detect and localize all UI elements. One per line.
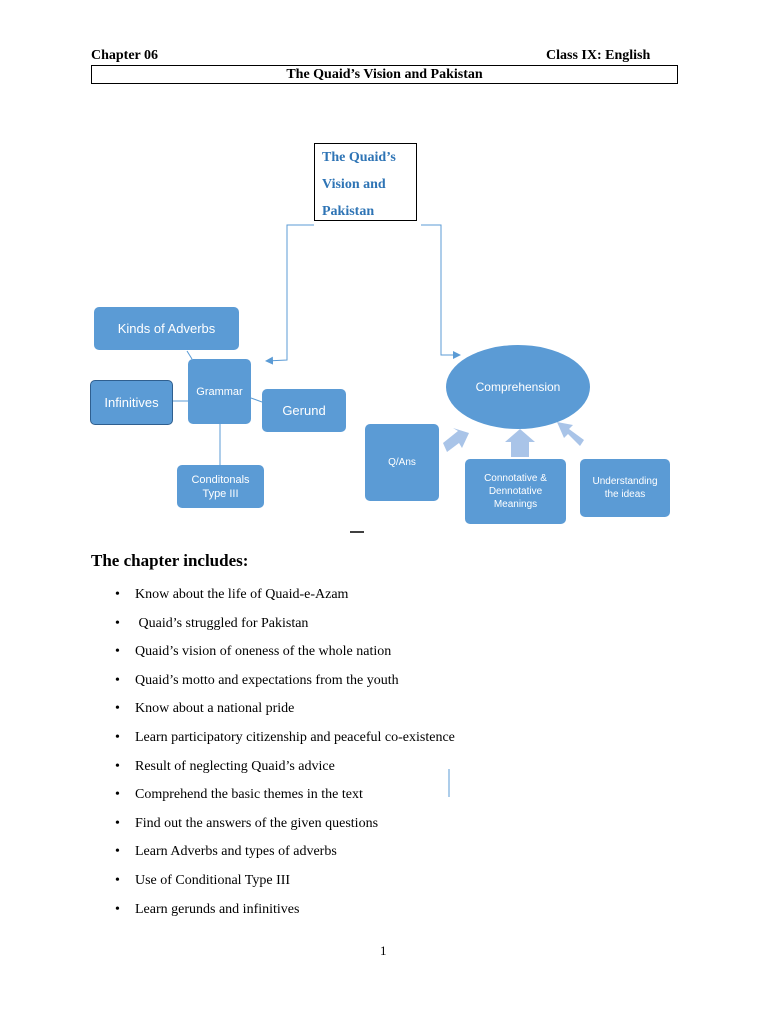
chapter-label: Chapter 06 (91, 48, 159, 63)
node-connotative-line-3: Meanings (493, 499, 538, 510)
node-connotative-meanings: Connotative & Dennotative Meanings (465, 459, 566, 524)
list-item: Know about the life of Quaid-e-Azam (115, 585, 455, 614)
node-comprehension: Comprehension (446, 345, 590, 429)
list-item: Know about a national pride (115, 699, 455, 728)
node-kinds-of-adverbs-label: Kinds of Adverbs (117, 321, 216, 336)
page-number: 1 (380, 943, 387, 958)
class-label: Class IX: English (546, 48, 651, 63)
node-infinitives-label: Infinitives (104, 395, 159, 410)
node-kinds-of-adverbs: Kinds of Adverbs (94, 307, 239, 350)
root-topic-line-1: The Quaid’s (322, 150, 396, 165)
node-qa: Q/Ans (365, 424, 439, 501)
chapter-includes-list: Know about the life of Quaid-e-Azam Quai… (115, 585, 455, 928)
grammar-to-adverbs-line (186, 350, 193, 360)
page-title: The Quaid’s Vision and Pakistan (91, 65, 678, 84)
chapter-includes-heading: The chapter includes: (91, 551, 249, 570)
node-understanding-ideas: Understanding the ideas (580, 459, 670, 517)
understanding-to-comprehension-arrow (557, 422, 584, 446)
node-grammar: Grammar (188, 359, 251, 424)
list-item: Quaid’s motto and expectations from the … (115, 671, 455, 700)
node-gerund: Gerund (262, 389, 346, 432)
root-to-comprehension-connector (421, 224, 461, 359)
list-item: Learn participatory citizenship and peac… (115, 728, 455, 757)
node-conditionals-line-2: Type III (202, 487, 239, 500)
root-topic-box: The Quaid’s Vision and Pakistan (314, 143, 417, 221)
node-gerund-label: Gerund (282, 403, 326, 418)
node-understanding-line-2: the ideas (604, 489, 646, 500)
node-connotative-line-1: Connotative & (484, 473, 547, 484)
node-conditionals: Conditonals Type III (177, 465, 264, 508)
node-infinitives: Infinitives (90, 380, 173, 425)
node-conditionals-line-1: Conditonals (191, 473, 250, 486)
node-comprehension-label: Comprehension (475, 380, 561, 394)
list-item: Use of Conditional Type III (115, 871, 455, 900)
root-to-grammar-connector (265, 224, 314, 365)
list-item: Result of neglecting Quaid’s advice (115, 757, 455, 786)
qa-to-comprehension-arrow (443, 428, 469, 452)
list-item: Learn gerunds and infinitives (115, 900, 455, 929)
list-item: Learn Adverbs and types of adverbs (115, 842, 455, 871)
list-item: Quaid’s vision of oneness of the whole n… (115, 642, 455, 671)
node-qa-label: Q/Ans (388, 457, 416, 468)
root-topic-line-3: Pakistan (322, 204, 375, 219)
grammar-to-gerund-line (250, 397, 263, 403)
node-understanding-line-1: Understanding (592, 476, 658, 487)
list-item: Quaid’s struggled for Pakistan (115, 614, 455, 643)
meanings-to-comprehension-arrow (505, 429, 535, 457)
node-connotative-line-2: Dennotative (488, 486, 543, 497)
list-item: Find out the answers of the given questi… (115, 814, 455, 843)
list-item: Comprehend the basic themes in the text (115, 785, 455, 814)
node-grammar-label: Grammar (196, 385, 243, 398)
root-topic-line-2: Vision and (322, 177, 386, 192)
